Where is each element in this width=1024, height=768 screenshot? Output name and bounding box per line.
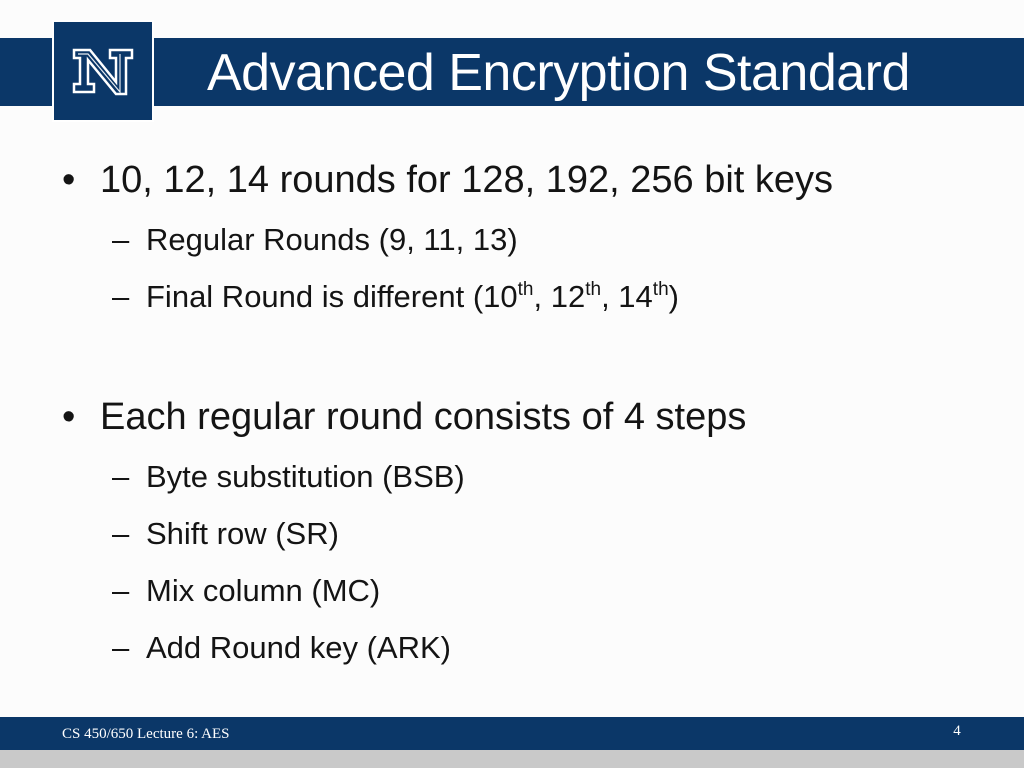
dash-glyph: – [112, 279, 130, 314]
bullet-glyph: • [62, 396, 76, 438]
sub-bullet-text-suffix: ) [668, 279, 679, 314]
sub-bullet-text: Byte substitution (BSB) [146, 459, 465, 494]
slide-content: • 10, 12, 14 rounds for 128, 192, 256 bit… [62, 158, 833, 667]
footer-course-label: CS 450/650 Lecture 6: AES [62, 726, 230, 742]
bullet-text: 10, 12, 14 rounds for 128, 192, 256 bit … [100, 159, 834, 201]
page-number: 4 [953, 723, 961, 739]
sub-bullet-item: –Final Round is different (10th, 12th, 1… [112, 278, 679, 316]
sub-bullet-item: –Mix column (MC) [112, 572, 380, 610]
footer-bar [0, 717, 1024, 750]
sub-bullet-text-mid: , 14 [601, 279, 653, 314]
sub-bullet-text-prefix: Final Round is different (10 [146, 279, 518, 314]
sub-bullet-item: –Regular Rounds (9, 11, 13) [112, 221, 518, 259]
bullet-item: • Each regular round consists of 4 steps [62, 395, 746, 439]
block-n-logo-icon [72, 48, 134, 96]
slide-title: Advanced Encryption Standard [207, 44, 910, 102]
university-logo [52, 20, 154, 122]
bullet-text: Each regular round consists of 4 steps [100, 396, 747, 438]
sub-bullet-text: Shift row (SR) [146, 516, 339, 551]
dash-glyph: – [112, 516, 130, 551]
superscript: th [652, 279, 669, 300]
sub-bullet-text: Regular Rounds (9, 11, 13) [146, 222, 518, 257]
dash-glyph: – [112, 573, 130, 608]
dash-glyph: – [112, 459, 130, 494]
dash-glyph: – [112, 222, 130, 257]
dash-glyph: – [112, 630, 130, 665]
bullet-glyph: • [62, 159, 76, 201]
footer-bottom-strip [0, 750, 1024, 768]
sub-bullet-item: –Add Round key (ARK) [112, 629, 451, 667]
title-bar [0, 38, 1024, 106]
superscript: th [585, 279, 602, 300]
sub-bullet-item: –Byte substitution (BSB) [112, 458, 465, 496]
superscript: th [517, 279, 534, 300]
sub-bullet-text-mid: , 12 [533, 279, 586, 314]
sub-bullet-text: Mix column (MC) [146, 573, 381, 608]
sub-bullet-item: –Shift row (SR) [112, 515, 339, 553]
bullet-item: • 10, 12, 14 rounds for 128, 192, 256 bit… [62, 158, 833, 202]
sub-bullet-text: Add Round key (ARK) [146, 630, 451, 665]
